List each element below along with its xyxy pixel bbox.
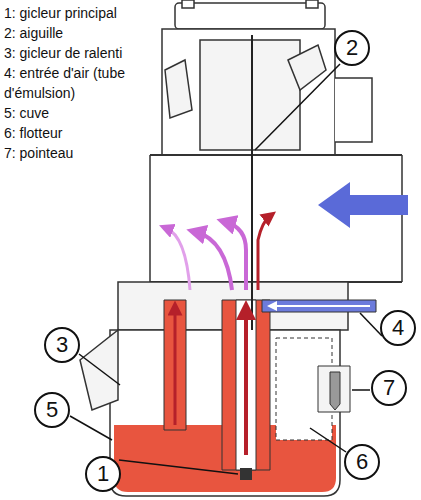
legend-line: 1: gicleur principal	[4, 3, 154, 23]
air-flow-arrow	[272, 305, 370, 307]
intake-air-arrow	[318, 182, 408, 228]
main-jet	[240, 468, 252, 480]
pilot-jet	[164, 300, 186, 430]
leader-line	[119, 460, 238, 474]
legend-line: 6: flotteur	[4, 123, 154, 143]
valve-pin	[330, 372, 340, 410]
leader-line	[352, 389, 370, 391]
needle-valve	[318, 366, 350, 412]
slide-housing	[162, 29, 335, 155]
legend-list: 1: gicleur principal2: aiguille3: gicleu…	[4, 3, 154, 163]
legend-line: 4: entrée d'air (tube d'émulsion)	[4, 63, 154, 103]
callout-circle: 2	[334, 30, 370, 66]
mixture-arrow	[166, 228, 190, 290]
pilot-flow-arrow	[174, 308, 177, 425]
callout-number: 6	[356, 451, 368, 473]
side-lug	[165, 60, 192, 118]
legend-line: 7: pointeau	[4, 143, 154, 163]
leader-line	[255, 64, 340, 150]
callout-circle: 4	[380, 310, 416, 346]
callout-number: 2	[346, 37, 358, 59]
legend-line: 5: cuve	[4, 103, 154, 123]
mixture-arrow	[258, 216, 270, 290]
main-jet-well	[222, 300, 270, 470]
slide-chamber	[200, 40, 300, 150]
mixture-arrow	[196, 232, 232, 290]
callout-number: 3	[56, 334, 68, 356]
legend-line: 2: aiguille	[4, 23, 154, 43]
air-tube	[262, 300, 376, 312]
callout-number: 7	[383, 377, 395, 399]
side-fitting	[335, 78, 372, 142]
legend-line: 3: gicleur de ralenti	[4, 43, 154, 63]
cap-screw	[306, 0, 318, 8]
top-cap	[175, 3, 325, 29]
leader-line	[79, 354, 120, 385]
callout-circle: 6	[344, 444, 380, 480]
leader-line	[70, 416, 112, 440]
needle	[251, 35, 253, 330]
cap-screw	[182, 0, 194, 8]
callout-circle: 3	[44, 327, 80, 363]
callout-circle: 5	[34, 392, 70, 428]
callout-number: 5	[46, 399, 58, 421]
callout-number: 4	[392, 317, 404, 339]
callout-circle: 1	[85, 456, 121, 492]
leader-line	[360, 313, 382, 336]
callout-number: 1	[97, 463, 109, 485]
fuel-flow-arrow	[244, 310, 248, 455]
callout-circle: 7	[371, 370, 407, 406]
leader-line	[310, 428, 346, 452]
